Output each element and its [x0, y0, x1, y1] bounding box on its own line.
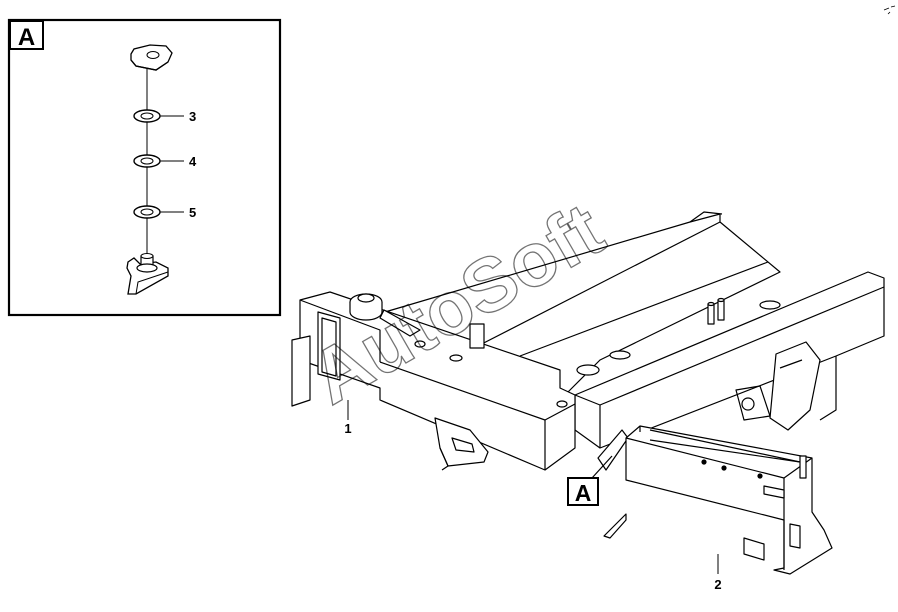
deck-studs: [707, 297, 725, 325]
right-longitudinal-rail: [574, 271, 885, 449]
washer-5: [133, 205, 161, 219]
tow-hook-plate: [434, 417, 489, 471]
filler-cap: [349, 293, 421, 337]
crossbeam-pin: [556, 400, 568, 408]
lower-bracket: [126, 253, 169, 295]
front-crossbeam: [299, 291, 576, 471]
battery-box-flange: [603, 513, 627, 539]
crossbeam-bracket: [469, 323, 485, 349]
callout-1: 1: [344, 421, 351, 436]
corner-pin: [414, 340, 426, 348]
washer-3: [133, 109, 161, 123]
detail-label: A: [18, 24, 35, 51]
callout-3: 3: [189, 109, 196, 124]
upper-bracket: [130, 44, 173, 71]
front-flange-plate: [291, 335, 311, 407]
detail-view-a: A 3 4 5: [7, 18, 282, 317]
callout-4: 4: [189, 154, 197, 169]
right-gusset-mount: [735, 341, 821, 431]
detail-ref-marker: A: [567, 455, 613, 506]
callout-2: 2: [714, 577, 721, 592]
washer-4: [133, 154, 161, 168]
detail-ref-label: A: [575, 480, 592, 506]
battery-box: [625, 425, 833, 575]
crossbeam-plug: [449, 354, 463, 362]
main-frame-assembly: [291, 211, 885, 575]
detail-label-box: [9, 20, 44, 50]
corner-mark: [883, 5, 896, 15]
callout-5: 5: [189, 205, 196, 220]
